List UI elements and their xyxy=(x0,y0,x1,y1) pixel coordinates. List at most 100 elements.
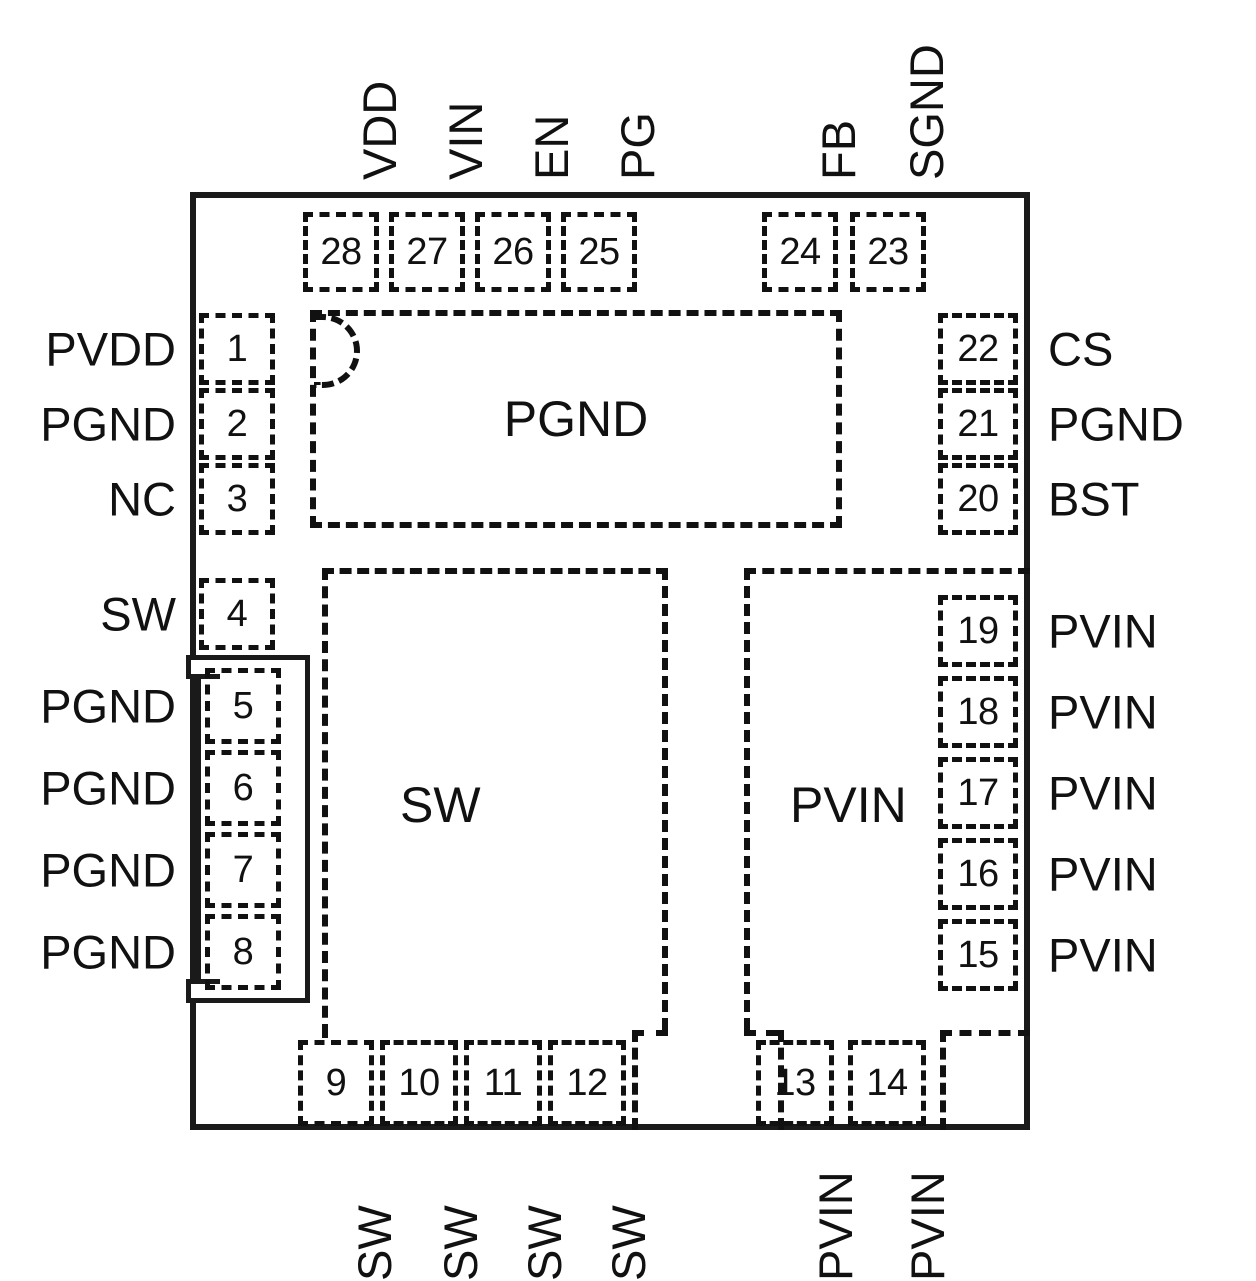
pin-28-number: 28 xyxy=(320,231,362,273)
pin-28[interactable]: 28 xyxy=(303,212,379,292)
pad-sw-edge-step xyxy=(632,1030,668,1036)
pin-18-number: 18 xyxy=(957,691,999,733)
pad-sw-edge-right-lower xyxy=(632,1030,638,1130)
signal-label-pin-8: PGND xyxy=(40,925,176,979)
pgnd-strap-tab-top xyxy=(186,655,220,679)
pad-sw-label: SW xyxy=(400,777,481,833)
signal-label-pin-21: PGND xyxy=(1048,397,1184,451)
pin-7[interactable]: 7 xyxy=(205,832,281,908)
pad-sw-edge-right-upper xyxy=(662,568,668,1030)
pad-pvin: PVIN xyxy=(744,568,1030,1030)
signal-label-pin-12: SW xyxy=(602,1205,655,1281)
pin-2-number: 2 xyxy=(226,403,248,445)
pad-sw-edge-top xyxy=(322,568,668,574)
pad-pvin-edge-bottom-right xyxy=(940,1030,1030,1036)
pin-19-number: 19 xyxy=(957,610,999,652)
pin-13-number: 13 xyxy=(774,1062,816,1104)
signal-label-pin-13: PVIN xyxy=(809,1171,862,1281)
pin-14-number: 14 xyxy=(866,1062,908,1104)
signal-label-pin-9: SW xyxy=(348,1205,401,1281)
pin1-indicator-arc xyxy=(314,314,360,388)
pin-22-number: 22 xyxy=(957,328,999,370)
pin-4-number: 4 xyxy=(226,593,248,635)
pad-pvin-edge-step xyxy=(744,1030,778,1036)
pin-9-number: 9 xyxy=(325,1062,347,1104)
pin-10-number: 10 xyxy=(398,1062,440,1104)
pin-5[interactable]: 5 xyxy=(205,668,281,744)
signal-label-pin-5: PGND xyxy=(40,679,176,733)
pad-pvin-edge-inner-right xyxy=(940,1030,946,1130)
pgnd-strap-outline xyxy=(196,655,310,1003)
pin-1-number: 1 xyxy=(226,328,248,370)
signal-label-pin-28: VDD xyxy=(353,80,406,180)
pin-26-number: 26 xyxy=(492,231,534,273)
pad-pgnd-label: PGND xyxy=(503,391,649,447)
pin-27-number: 27 xyxy=(406,231,448,273)
pin-15[interactable]: 15 xyxy=(938,919,1018,991)
pin-17[interactable]: 17 xyxy=(938,757,1018,829)
pin-10[interactable]: 10 xyxy=(380,1040,458,1126)
pin-25[interactable]: 25 xyxy=(561,212,637,292)
pin-20[interactable]: 20 xyxy=(938,463,1018,535)
pin-15-number: 15 xyxy=(957,934,999,976)
signal-label-pin-10: SW xyxy=(434,1205,487,1281)
pad-pgnd: PGND xyxy=(310,310,842,528)
pin-9[interactable]: 9 xyxy=(298,1040,374,1126)
pad-pvin-edge-left-lower xyxy=(778,1030,784,1130)
pin-16[interactable]: 16 xyxy=(938,838,1018,910)
signal-label-pin-6: PGND xyxy=(40,761,176,815)
pin-22[interactable]: 22 xyxy=(938,313,1018,385)
pin-24-number: 24 xyxy=(779,231,821,273)
signal-label-pin-18: PVIN xyxy=(1048,685,1158,739)
signal-label-pin-23: SGND xyxy=(900,44,953,180)
pin-4[interactable]: 4 xyxy=(199,578,275,650)
signal-label-pin-3: NC xyxy=(108,472,176,526)
pin-14[interactable]: 14 xyxy=(848,1040,926,1126)
pin-16-number: 16 xyxy=(957,853,999,895)
signal-label-pin-17: PVIN xyxy=(1048,766,1158,820)
pin-11[interactable]: 11 xyxy=(464,1040,542,1126)
pin-27[interactable]: 27 xyxy=(389,212,465,292)
pin-6-number: 6 xyxy=(232,767,254,809)
pin-11-number: 11 xyxy=(483,1062,523,1104)
signal-label-pin-27: VIN xyxy=(439,101,492,180)
pin-5-number: 5 xyxy=(232,685,254,727)
pad-pvin-label: PVIN xyxy=(790,777,907,833)
pin-26[interactable]: 26 xyxy=(475,212,551,292)
signal-label-pin-24: FB xyxy=(812,119,865,180)
pin-21-number: 21 xyxy=(957,403,999,445)
pin-8[interactable]: 8 xyxy=(205,914,281,990)
pin-23[interactable]: 23 xyxy=(850,212,926,292)
signal-label-pin-26: EN xyxy=(525,114,578,180)
pin-17-number: 17 xyxy=(957,772,999,814)
signal-label-pin-11: SW xyxy=(518,1205,571,1281)
signal-label-pin-14: PVIN xyxy=(901,1171,954,1281)
signal-label-pin-20: BST xyxy=(1048,472,1140,526)
signal-label-pin-22: CS xyxy=(1048,322,1114,376)
pin-13[interactable]: 13 xyxy=(756,1040,834,1126)
pin-19[interactable]: 19 xyxy=(938,595,1018,667)
pad-pvin-edge-left-upper xyxy=(744,568,750,1030)
pgnd-strap-tab-bottom xyxy=(186,979,220,1003)
signal-label-pin-4: SW xyxy=(100,587,176,641)
pin-12[interactable]: 12 xyxy=(548,1040,626,1126)
pin-2[interactable]: 2 xyxy=(199,388,275,460)
pin-24[interactable]: 24 xyxy=(762,212,838,292)
signal-label-pin-2: PGND xyxy=(40,397,176,451)
signal-label-pin-1: PVDD xyxy=(45,322,176,376)
pin-3[interactable]: 3 xyxy=(199,463,275,535)
pin-8-number: 8 xyxy=(232,931,254,973)
pad-sw-edge-left xyxy=(322,568,328,1036)
signal-label-pin-7: PGND xyxy=(40,843,176,897)
pad-sw: SW xyxy=(322,568,668,1030)
pin-3-number: 3 xyxy=(226,478,248,520)
pin-7-number: 7 xyxy=(232,849,254,891)
pin-6[interactable]: 6 xyxy=(205,750,281,826)
pin-1[interactable]: 1 xyxy=(199,313,275,385)
pin-21[interactable]: 21 xyxy=(938,388,1018,460)
pin-18[interactable]: 18 xyxy=(938,676,1018,748)
signal-label-pin-19: PVIN xyxy=(1048,604,1158,658)
pin-12-number: 12 xyxy=(566,1062,608,1104)
pad-pvin-edge-top xyxy=(744,568,1030,574)
